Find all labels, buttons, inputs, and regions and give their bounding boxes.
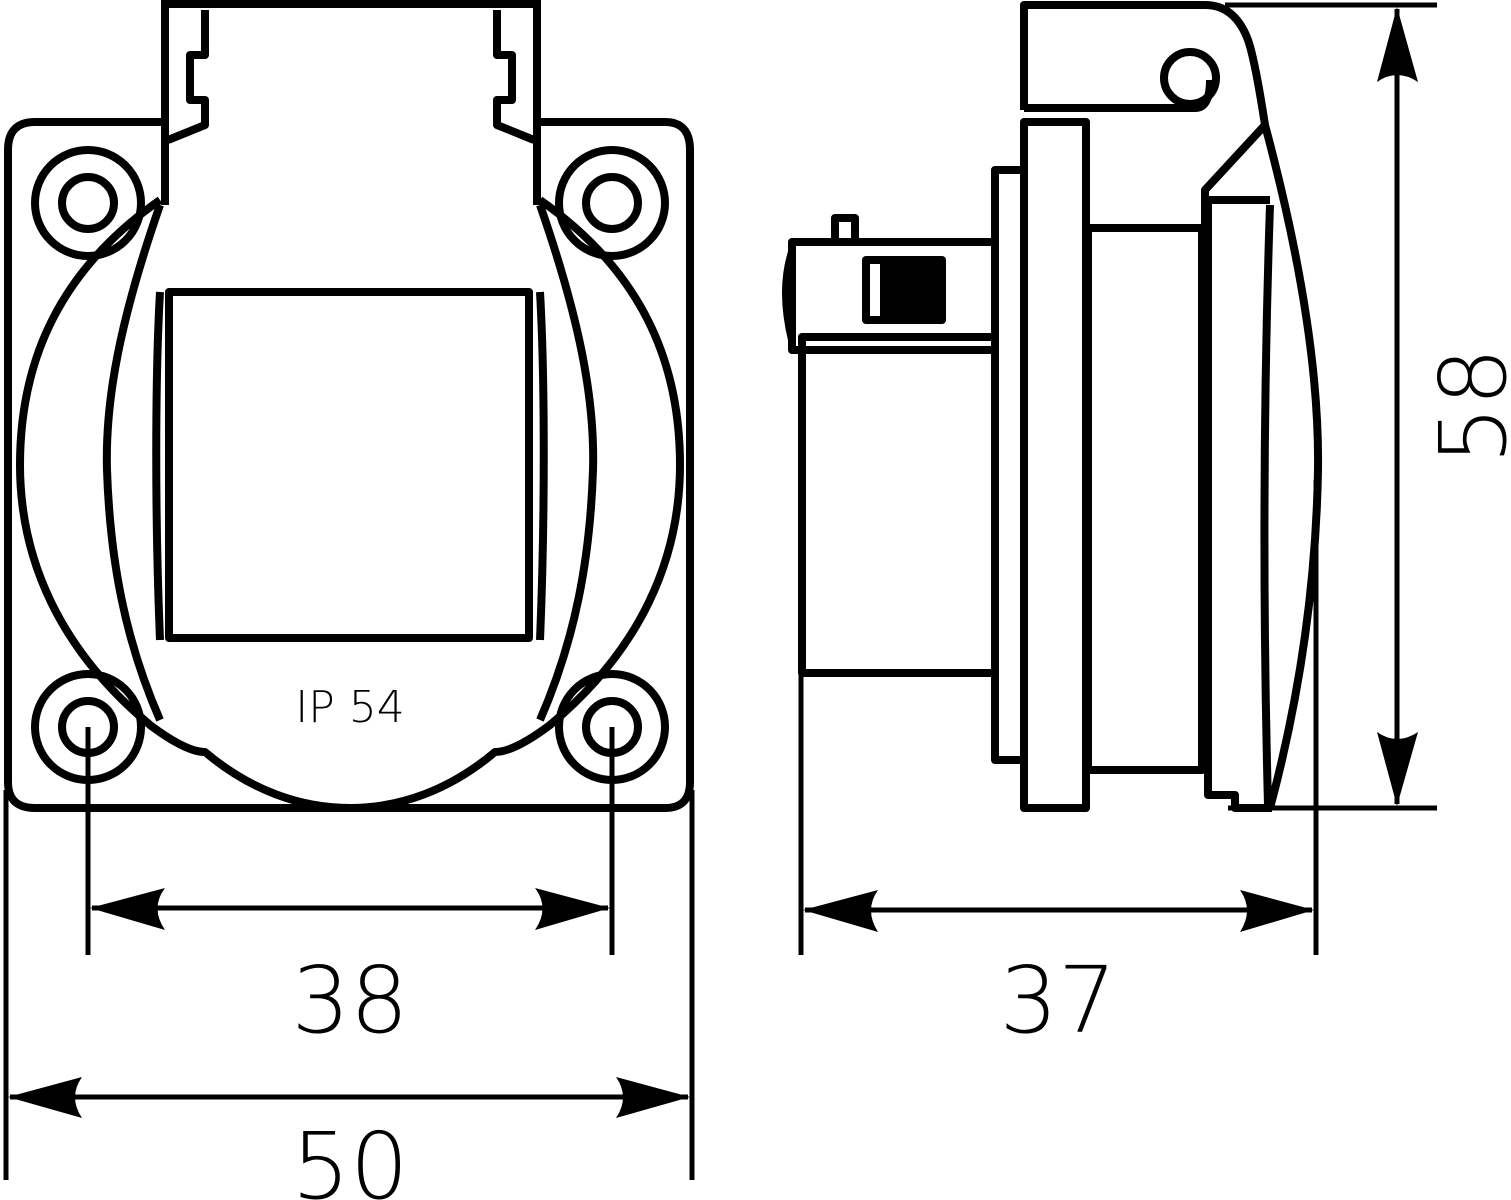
cover-lid xyxy=(102,203,598,722)
housing-ring xyxy=(1084,224,1206,774)
arrowhead xyxy=(535,888,610,930)
arrowhead xyxy=(1377,732,1418,806)
dimension-37: 37 xyxy=(798,480,1319,1054)
arrowhead xyxy=(803,890,878,932)
top-hinge-tab xyxy=(161,0,541,205)
dimension-label-50: 50 xyxy=(291,1113,408,1200)
label-window xyxy=(165,288,533,642)
front-view: IP 54 xyxy=(4,0,694,812)
cover-rim xyxy=(152,291,548,641)
terminal xyxy=(782,214,995,354)
rear-body xyxy=(798,333,999,677)
hinge-pin xyxy=(1160,48,1220,108)
arrowhead xyxy=(8,1077,82,1118)
gasket xyxy=(991,166,1028,764)
side-view xyxy=(782,1,1323,812)
mounting-flange xyxy=(1020,118,1090,812)
dimension-50: 50 xyxy=(3,790,695,1200)
hinge-bracket xyxy=(1020,1,1269,225)
ip-rating-label: IP 54 xyxy=(295,682,404,733)
dimension-label-38: 38 xyxy=(291,947,408,1054)
arrowhead xyxy=(616,1077,690,1118)
dimension-label-37: 37 xyxy=(999,947,1116,1054)
arrowhead xyxy=(90,888,165,930)
hole-top-right xyxy=(555,146,669,260)
arrowhead xyxy=(1240,890,1314,932)
dimension-38: 38 xyxy=(85,727,615,1054)
arrowhead xyxy=(1377,7,1418,82)
cover-side xyxy=(1204,123,1323,812)
dimension-58: 58 xyxy=(1225,2,1511,811)
terminal-screw xyxy=(880,262,942,318)
hole-top-left xyxy=(31,146,145,260)
dimension-label-58: 58 xyxy=(1420,347,1511,464)
cover-outline xyxy=(16,196,684,812)
